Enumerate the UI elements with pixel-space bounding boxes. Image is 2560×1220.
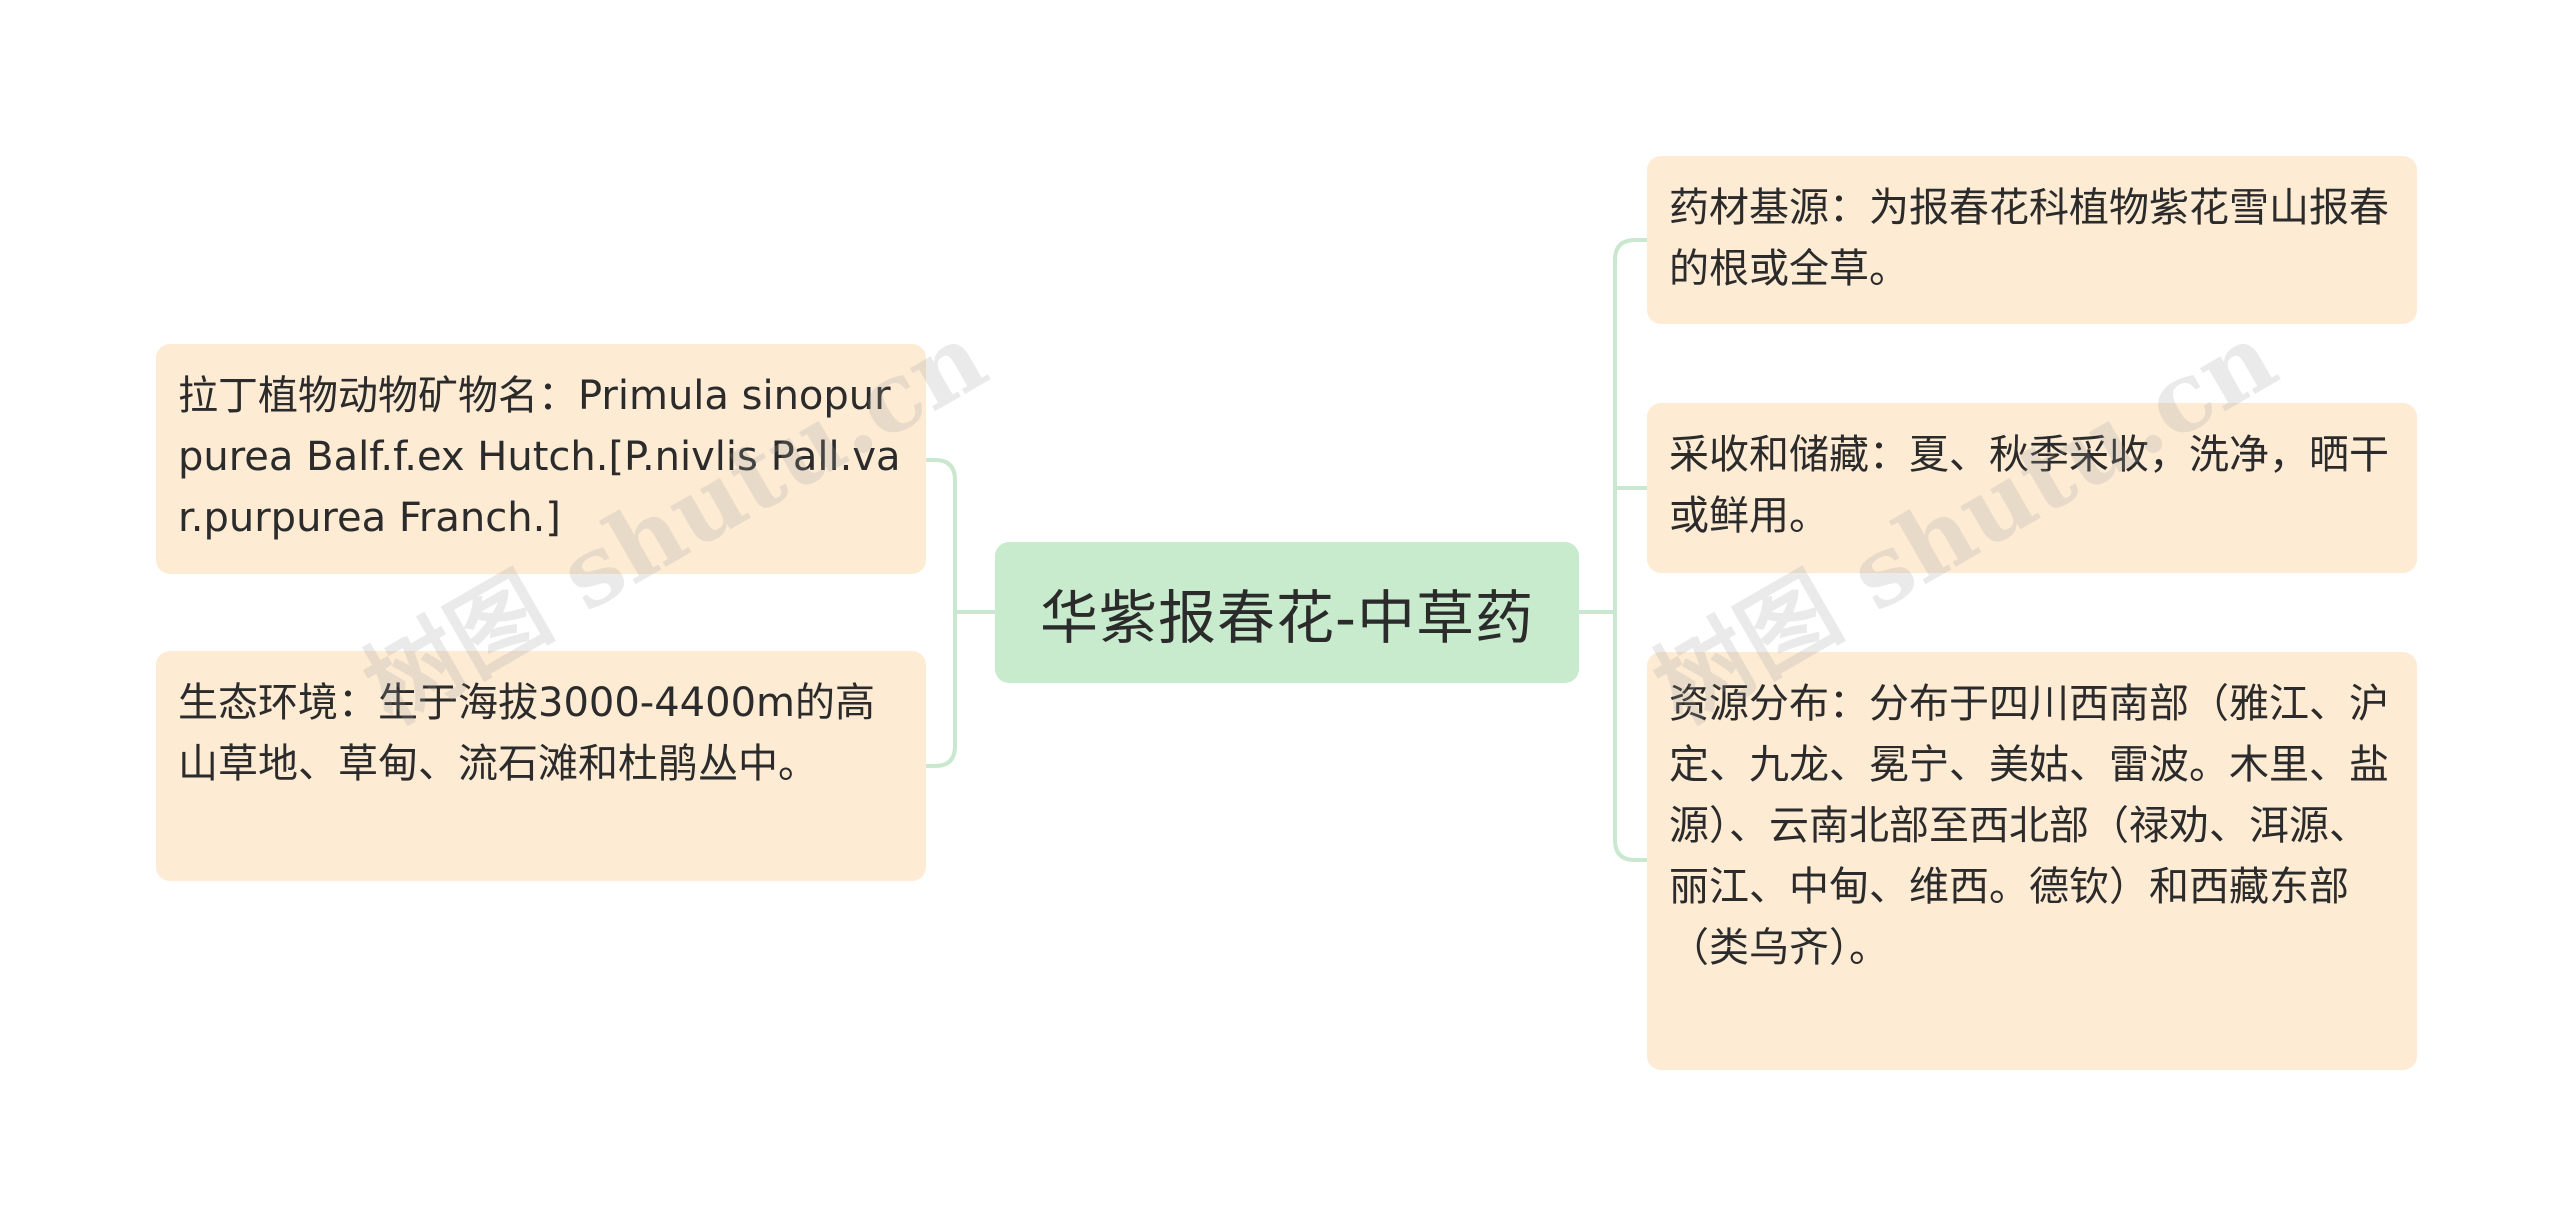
topic-habitat-label: 生态环境：生于海拔3000-4400m的高山草地、草甸、流石滩和杜鹃丛中。 [178,680,875,787]
connector-right-branch-1 [1613,238,1649,614]
connector-right-branch-3 [1613,610,1649,862]
connector-left-branch-2 [924,610,957,768]
root-topic[interactable]: 华紫报春花-中草药 [995,542,1579,683]
topic-distribution-label: 资源分布：分布于四川西南部（雅江、沪定、九龙、冕宁、美姑、雷波。木里、盐源）、云… [1669,681,2389,971]
topic-distribution[interactable]: 资源分布：分布于四川西南部（雅江、沪定、九龙、冕宁、美姑、雷波。木里、盐源）、云… [1647,652,2417,1070]
topic-source[interactable]: 药材基源：为报春花科植物紫花雪山报春的根或全草。 [1647,156,2417,324]
topic-harvest-storage[interactable]: 采收和储藏：夏、秋季采收，洗净，晒干或鲜用。 [1647,403,2417,573]
topic-harvest-storage-label: 采收和储藏：夏、秋季采收，洗净，晒干或鲜用。 [1669,432,2389,539]
topic-latin-name-label: 拉丁植物动物矿物名：Primula sinopurpurea Balf.f.ex… [178,373,901,541]
connector-left-branch-1 [924,458,957,614]
topic-source-label: 药材基源：为报春花科植物紫花雪山报春的根或全草。 [1669,185,2389,292]
topic-habitat[interactable]: 生态环境：生于海拔3000-4400m的高山草地、草甸、流石滩和杜鹃丛中。 [156,651,926,881]
root-topic-label: 华紫报春花-中草药 [1040,583,1534,652]
topic-latin-name[interactable]: 拉丁植物动物矿物名：Primula sinopurpurea Balf.f.ex… [156,344,926,574]
